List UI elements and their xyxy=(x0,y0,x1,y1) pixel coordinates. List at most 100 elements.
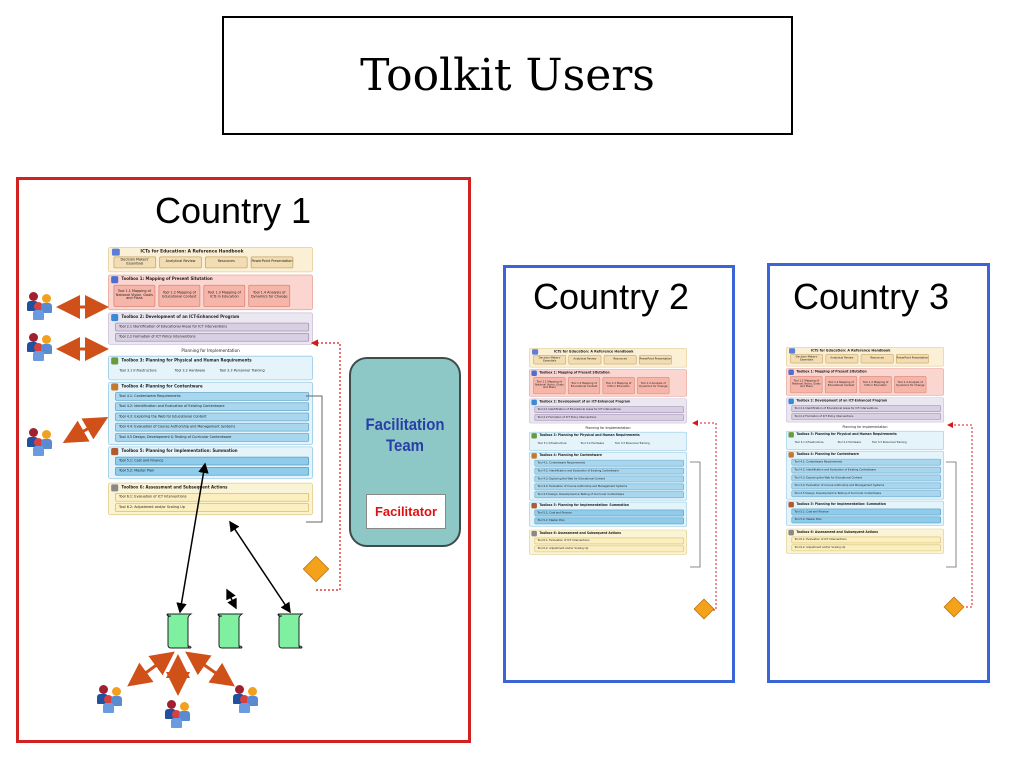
reference-handbook: ICTs for Education: A Reference Handbook… xyxy=(786,347,944,554)
tool-4-2[interactable]: Tool 4.2: Identification and Evaluation … xyxy=(791,466,941,474)
toolbox-6: Toolbox 6: Assessment and Subsequent Act… xyxy=(529,529,687,555)
tool-1-1[interactable]: Tool 1.1 Mapping of National Vision, Goa… xyxy=(790,376,823,394)
tool-1-1[interactable]: Tool 1.1 Mapping of National Vision, Goa… xyxy=(113,284,156,307)
tool-2-1[interactable]: Tool 2.1 Identification of Educational A… xyxy=(115,322,310,332)
tool-4-1[interactable]: Tool 4.1: Contentware Requirements xyxy=(791,458,941,466)
tool-4-4[interactable]: Tool 4.4: Evaluation of Course Authorshi… xyxy=(115,422,310,432)
tool-5-1[interactable]: Tool 5.1: Cost and Finance xyxy=(791,508,941,516)
tool-3-2[interactable]: Tool 3.2 Hardware xyxy=(837,440,861,445)
handbook-country-1: ICTs for Education: A Reference Handbook… xyxy=(108,247,313,592)
toolbox-6: Toolbox 6: Assessment and Subsequent Act… xyxy=(108,482,313,516)
tool-1-4[interactable]: Tool 1.4 Analysis of Dynamics for Change xyxy=(248,284,291,307)
toolbox-6-title: Toolbox 6: Assessment and Subsequent Act… xyxy=(539,531,622,536)
toolbox-1-icon xyxy=(111,275,119,283)
tool-3-1[interactable]: Tool 3.1 Infrastructure xyxy=(794,440,824,445)
tool-4-3[interactable]: Tool 4.3: Exploring the Web for Educatio… xyxy=(534,475,684,483)
decision-diamond-3 xyxy=(943,596,965,618)
tool-3-1[interactable]: Tool 3.1 Infrastructure xyxy=(119,368,157,373)
handbook-logo-icon xyxy=(789,348,796,354)
tool-1-3[interactable]: Tool 1.3 Mapping of ICTs in Education xyxy=(203,284,246,307)
analytical-review-button[interactable]: Analytical Review xyxy=(825,354,859,364)
user-group-icon xyxy=(164,700,194,728)
toolbox-1: Toolbox 1: Mapping of Present Situtation… xyxy=(786,368,944,396)
tool-5-1[interactable]: Tool 5.1: Cost and Finance xyxy=(534,509,684,517)
tool-6-2[interactable]: Tool 6.2: Adjustment and/or Scaling Up xyxy=(791,544,941,552)
tool-6-1[interactable]: Tool 6.1: Evaluation of ICT Intervention… xyxy=(115,493,310,502)
tool-5-2[interactable]: Tool 5.2: Master Plan xyxy=(115,466,310,476)
powerpoint-button[interactable]: PowerPoint Presentation xyxy=(895,354,929,364)
black-arrow-3 xyxy=(229,520,291,614)
tool-5-1[interactable]: Tool 5.1: Cost and Finance xyxy=(115,456,310,466)
tool-4-2[interactable]: Tool 4.2: Identification and Evaluation … xyxy=(115,402,310,411)
handbook-country-3: ICTs for Education: A Reference Handbook… xyxy=(786,347,974,622)
tool-2-2[interactable]: Tool 2.2 Formation of ICT Policy Interve… xyxy=(115,332,310,342)
tool-4-1[interactable]: Tool 4.1: Contentware Requirements xyxy=(534,459,684,467)
powerpoint-button[interactable]: PowerPoint Presentation xyxy=(250,256,294,269)
tool-3-2[interactable]: Tool 3.2 Hardware xyxy=(174,368,206,373)
powerpoint-button[interactable]: PowerPoint Presentation xyxy=(638,355,672,365)
handbook-title: ICTs for Education: A Reference Handbook xyxy=(140,249,244,255)
toolbox-3-icon xyxy=(531,432,537,439)
bracket-3 xyxy=(946,461,957,568)
toolbox-4: Toolbox 4: Planning for Contentware Tool… xyxy=(786,450,944,500)
tool-1-2[interactable]: Tool 1.2 Mapping of Educational Context xyxy=(158,284,201,307)
planning-label: Planning for Implementation xyxy=(585,426,631,431)
resources-button[interactable]: Resources xyxy=(603,355,637,365)
tool-4-4[interactable]: Tool 4.4: Evaluation of Course Authorshi… xyxy=(791,482,941,490)
tool-3-1[interactable]: Tool 3.1 Infrastructure xyxy=(537,441,567,446)
toolbox-3-title: Toolbox 3: Planning for Physical and Hum… xyxy=(121,358,252,363)
tool-4-5[interactable]: Tool 4.5 Design, Development & Testing o… xyxy=(115,433,310,442)
tool-2-2[interactable]: Tool 2.2 Formation of ICT Policy Interve… xyxy=(791,413,941,420)
tool-1-2[interactable]: Tool 1.2 Mapping of Educational Context xyxy=(824,376,858,394)
tool-1-3[interactable]: Tool 1.3 Mapping of ICTs in Education xyxy=(859,376,892,394)
tool-3-2[interactable]: Tool 3.2 Hardware xyxy=(580,441,604,446)
toolbox-1-icon xyxy=(531,370,537,376)
user-group-icon xyxy=(26,333,56,361)
tool-1-3[interactable]: Tool 1.3 Mapping of ICTs in Education xyxy=(602,377,635,395)
toolbox-5-icon xyxy=(531,502,537,509)
toolbox-6-icon xyxy=(788,529,794,536)
toolbox-5-title: Toolbox 5: Planning for Implementation: … xyxy=(539,503,629,508)
toolbox-3: Toolbox 3: Planning for Physical and Hum… xyxy=(529,431,687,451)
tool-3-3[interactable]: Tool 3.3 Personnel Training xyxy=(219,368,265,373)
decision-makers-button[interactable]: Decision Makers' Essentials xyxy=(533,355,567,365)
handbook-title: ICTs for Education: A Reference Handbook xyxy=(553,349,634,354)
bracket-2 xyxy=(690,461,701,568)
toolbox-6: Toolbox 6: Assessment and Subsequent Act… xyxy=(786,528,944,554)
tool-6-2[interactable]: Tool 6.2: Adjustment and/or Scaling Up xyxy=(534,545,684,553)
reference-handbook: ICTs for Education: A Reference Handbook… xyxy=(529,348,687,555)
tool-4-3[interactable]: Tool 4.3: Exploring the Web for Educatio… xyxy=(791,474,941,482)
tool-4-2[interactable]: Tool 4.2: Identification and Evaluation … xyxy=(534,467,684,475)
tool-4-3[interactable]: Tool 4.3: Exploring the Web for Educatio… xyxy=(115,412,310,422)
toolbox-3-title: Toolbox 3: Planning for Physical and Hum… xyxy=(796,432,897,437)
decision-makers-button[interactable]: Decision Makers' Essentials xyxy=(113,256,157,269)
tool-5-2[interactable]: Tool 5.2: Master Plan xyxy=(534,517,684,525)
toolbox-3: Toolbox 3: Planning for Physical and Hum… xyxy=(108,355,313,381)
tool-1-2[interactable]: Tool 1.2 Mapping of Educational Context xyxy=(567,377,601,395)
tool-5-2[interactable]: Tool 5.2: Master Plan xyxy=(791,516,941,524)
user-group-icon xyxy=(26,428,56,456)
tool-4-5[interactable]: Tool 4.5 Design, Development & Testing o… xyxy=(791,490,941,498)
analytical-review-button[interactable]: Analytical Review xyxy=(159,256,202,269)
decision-makers-button[interactable]: Decision Makers' Essentials xyxy=(790,354,824,364)
tool-1-4[interactable]: Tool 1.4 Analysis of Dynamics for Change xyxy=(637,377,670,395)
tool-3-3[interactable]: Tool 3.3 Personnel Training xyxy=(871,440,907,445)
tool-2-2[interactable]: Tool 2.2 Formation of ICT Policy Interve… xyxy=(534,414,684,421)
toolbox-3-icon xyxy=(111,356,119,365)
tool-1-1[interactable]: Tool 1.1 Mapping of National Vision, Goa… xyxy=(533,377,566,395)
resources-button[interactable]: Resources xyxy=(860,354,894,364)
tool-2-1[interactable]: Tool 2.1 Identification of Educational A… xyxy=(534,406,684,414)
tool-4-4[interactable]: Tool 4.4: Evaluation of Course Authorshi… xyxy=(534,483,684,491)
tool-6-1[interactable]: Tool 6.1: Evaluation of ICT Intervention… xyxy=(791,536,941,544)
toolbox-5: Toolbox 5: Planning for Implementation: … xyxy=(529,501,687,527)
tool-6-1[interactable]: Tool 6.1: Evaluation of ICT Intervention… xyxy=(534,537,684,545)
resources-button[interactable]: Resources xyxy=(204,256,248,269)
tool-4-5[interactable]: Tool 4.5 Design, Development & Testing o… xyxy=(534,491,684,499)
tool-3-3[interactable]: Tool 3.3 Personnel Training xyxy=(614,441,650,446)
analytical-review-button[interactable]: Analytical Review xyxy=(568,355,602,365)
toolbox-4-icon xyxy=(111,383,119,391)
tool-1-4[interactable]: Tool 1.4 Analysis of Dynamics for Change xyxy=(894,376,927,394)
tool-2-1[interactable]: Tool 2.1 Identification of Educational A… xyxy=(791,405,941,413)
tool-6-2[interactable]: Tool 6.2: Adjustment and/or Scaling Up xyxy=(115,503,310,512)
